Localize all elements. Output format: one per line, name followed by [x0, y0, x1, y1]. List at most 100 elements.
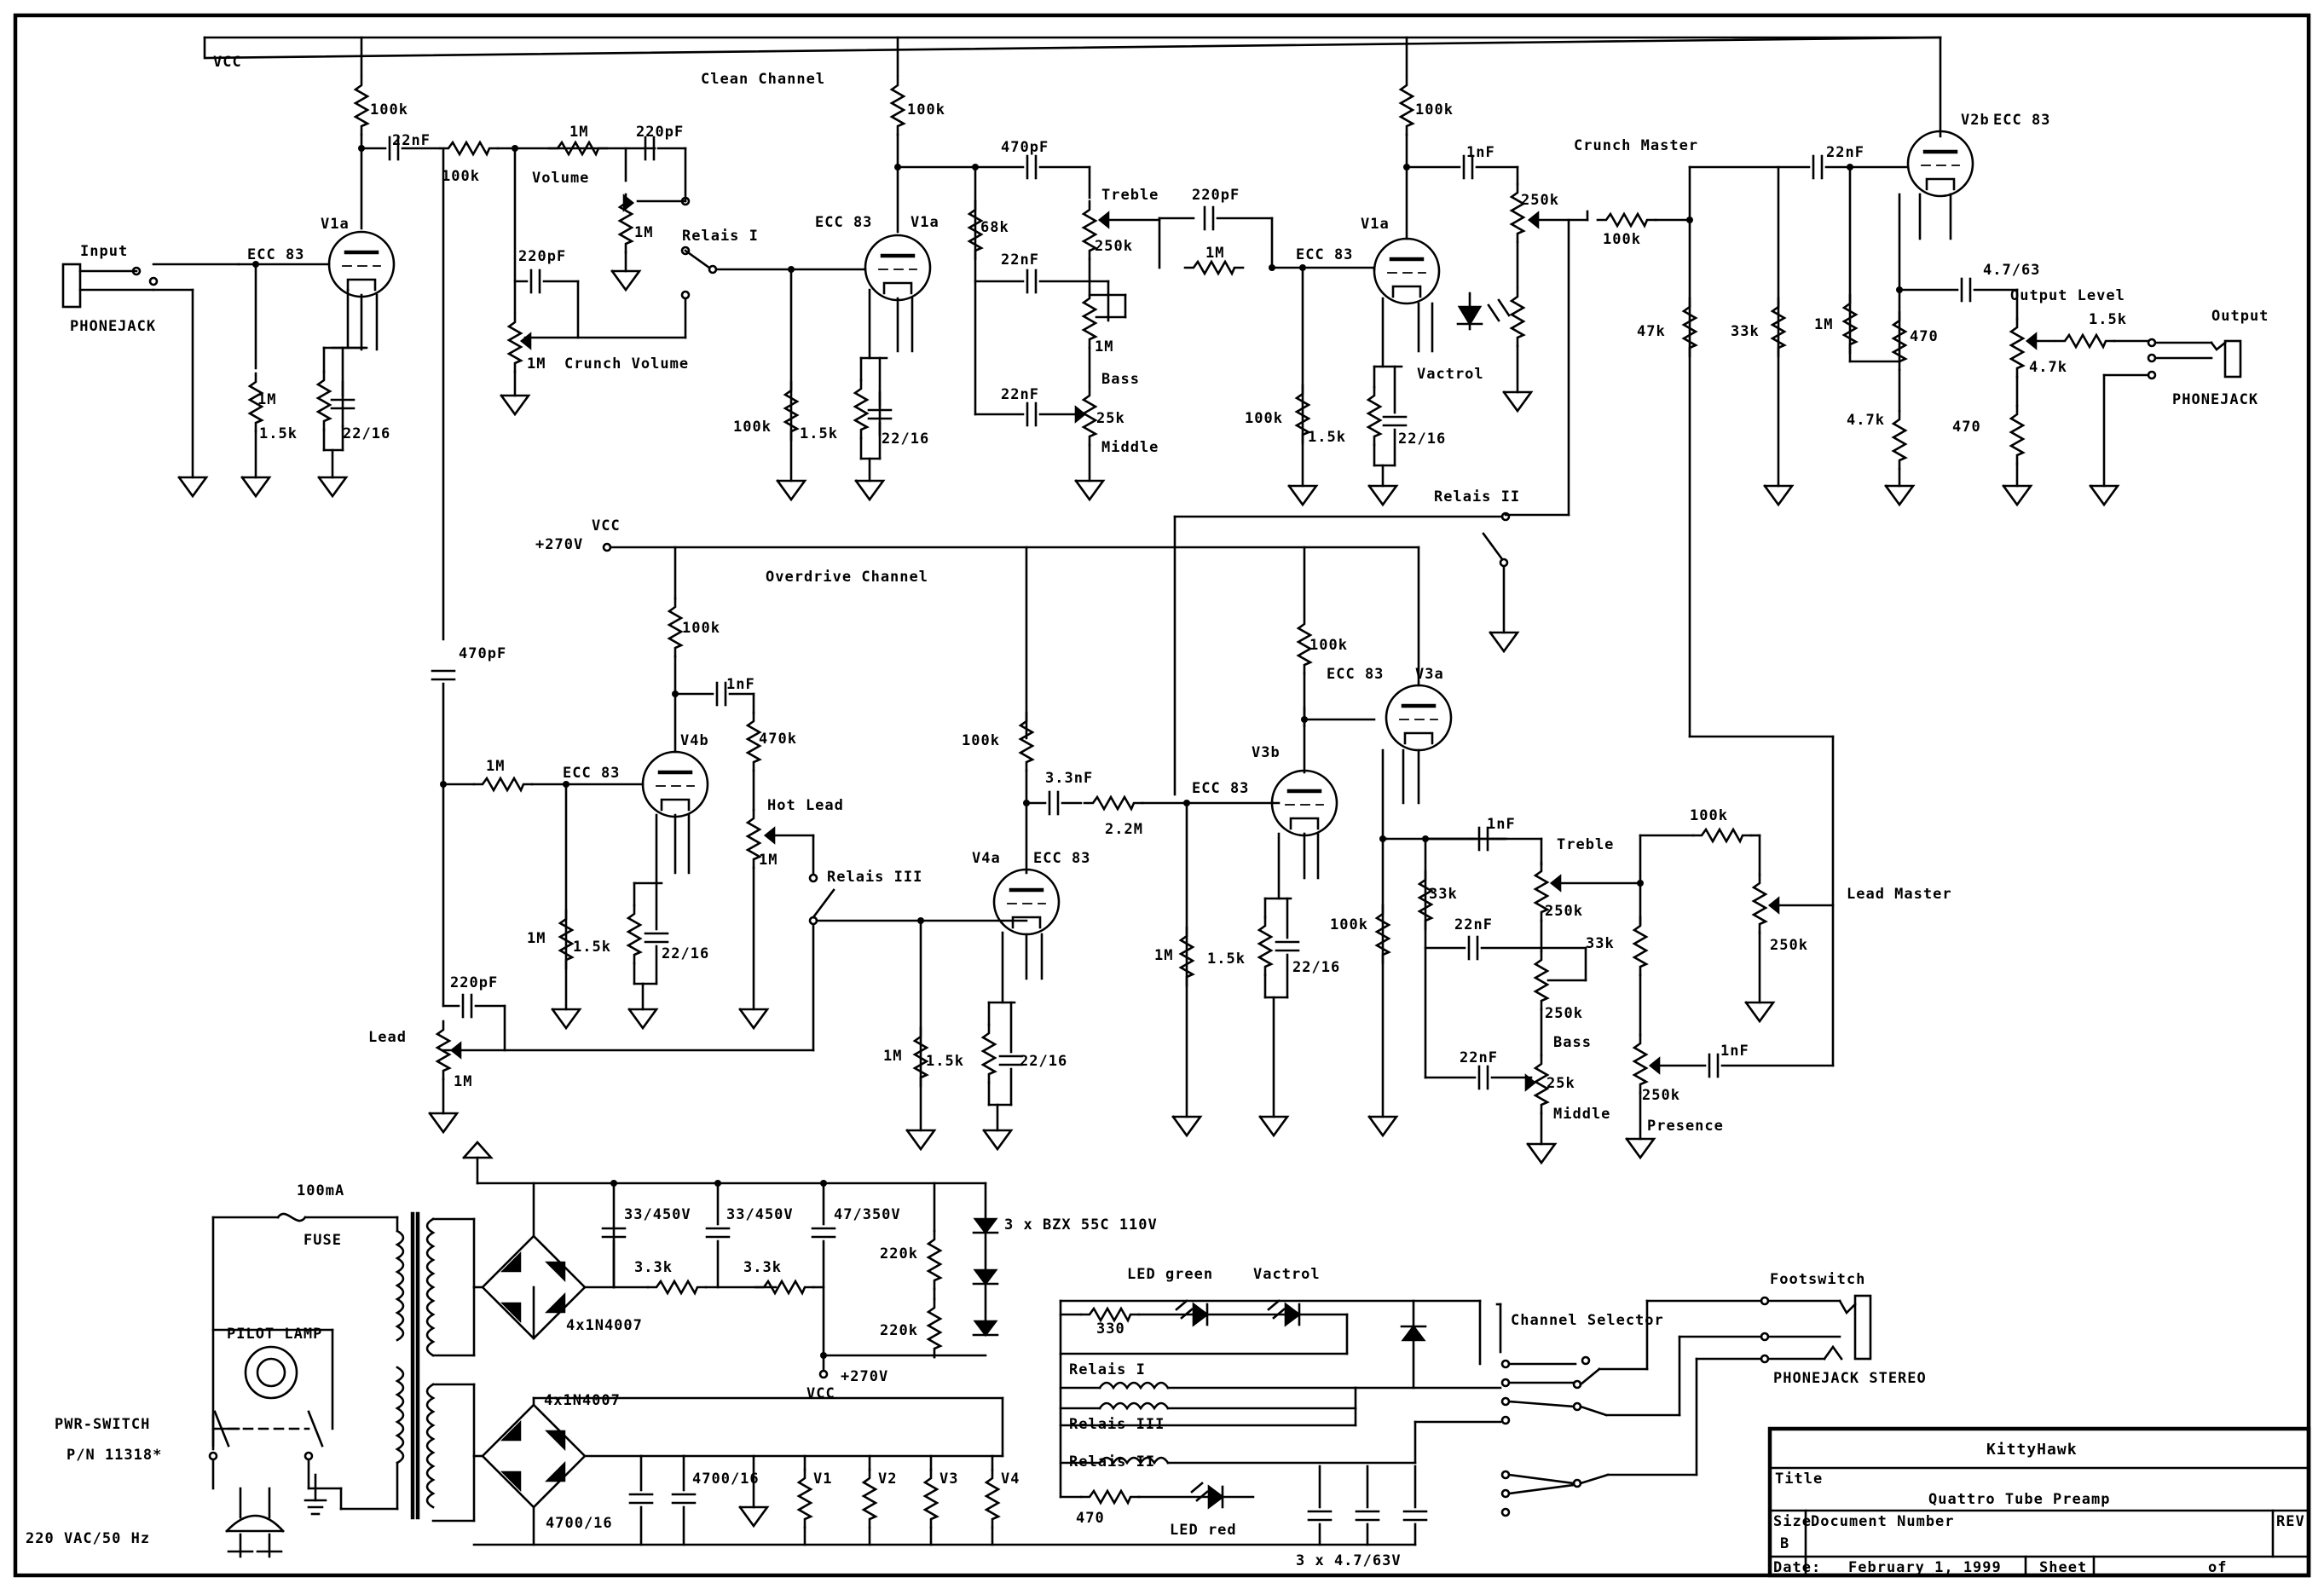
label-c3-3nf: 3.3nF — [1045, 770, 1093, 787]
label-fuse-rating: 100mA — [297, 1182, 344, 1199]
label-cap22-16-f: 22/16 — [1292, 959, 1340, 976]
label-c22nf-b: 22nF — [1001, 251, 1039, 269]
label-r100k-j: 100k — [1309, 637, 1348, 654]
label-r470-a: 470 — [1910, 328, 1939, 345]
label-r1k5-f: 1.5k — [926, 1053, 964, 1070]
label-r4-7k-a: 4.7k — [1847, 412, 1885, 429]
label-pot1m-bass: 1M — [1095, 338, 1113, 355]
label-cap22-16-c: 22/16 — [1398, 430, 1446, 448]
label-overdrive-channel: Overdrive Channel — [766, 569, 928, 586]
label-crunch-master: Crunch Master — [1574, 137, 1698, 154]
label-h1: V1 — [813, 1471, 832, 1488]
label-relais1-coil: Relais I — [1069, 1361, 1146, 1378]
label-c220pf-b: 220pF — [518, 248, 566, 265]
stage2: 100k 470pF 68k 22nF 22nF Treble 250k 1M … — [733, 75, 1376, 501]
label-c1nf-b: 1nF — [726, 676, 755, 693]
label-r3-3k-b: 3.3k — [743, 1259, 782, 1276]
label-pwr-switch: PWR-SWITCH — [55, 1416, 150, 1433]
label-v1a-1: V1a — [321, 216, 350, 233]
label-cap22-16-e: 22/16 — [1020, 1053, 1067, 1070]
relay-section: 330 LED green Vactrol Relais I Relais II… — [1059, 1266, 1927, 1569]
label-c1nf-a: 1nF — [1466, 144, 1495, 161]
lead-tonestack: 1nF Treble 250k 33k 22nF 250k Bass 22nF … — [1418, 735, 1951, 1164]
label-ecc83-5: ECC 83 — [563, 765, 620, 782]
label-caps3x: 3 x 4.7/63V — [1296, 1552, 1402, 1569]
label-c22nf-f: 22nF — [1460, 1049, 1498, 1066]
label-r1k5-e: 1.5k — [573, 939, 611, 956]
label-input: Input — [80, 243, 128, 260]
size-label: Size — [1773, 1513, 1812, 1530]
label-r100k-l: 100k — [1690, 807, 1728, 824]
label-r470-c: 470 — [1076, 1510, 1105, 1527]
input-jack — [61, 263, 240, 498]
label-pot1m-vol: 1M — [634, 224, 653, 241]
label-vcc-bot: VCC — [806, 1385, 835, 1402]
label-r1m-b: 1M — [257, 391, 276, 408]
relais2-switch: Relais II — [1173, 218, 1570, 796]
label-v3a: V3a — [1415, 666, 1444, 683]
docnum-label: Document Number — [1811, 1513, 1955, 1530]
label-footswitch: Footswitch — [1770, 1271, 1865, 1288]
label-bridge2: 4x1N4007 — [544, 1392, 621, 1409]
label-r470k: 470k — [759, 731, 797, 748]
title-value: Quattro Tube Preamp — [1928, 1491, 2110, 1508]
label-zener: 3 x BZX 55C 110V — [1004, 1216, 1158, 1234]
label-v1a-3: V1a — [1361, 216, 1390, 233]
label-pot25k-b: 25k — [1546, 1075, 1575, 1092]
label-relais2-coil: Relais II — [1069, 1453, 1155, 1471]
label-vactrol-1: Vactrol — [1417, 366, 1484, 383]
label-pot250k-e: 250k — [1770, 937, 1808, 954]
label-relais3: Relais III — [827, 869, 922, 886]
label-cap47-350: 47/350V — [834, 1206, 901, 1223]
label-r100k-c: 100k — [907, 101, 945, 118]
label-r1m-f: 1M — [527, 930, 546, 947]
label-r1k5-g: 1.5k — [1207, 951, 1246, 968]
label-pot1m-hl: 1M — [759, 852, 778, 869]
label-bass-1: Bass — [1101, 371, 1140, 388]
vcc-rail — [203, 36, 1942, 138]
label-r1k5-d: 1.5k — [2089, 311, 2127, 328]
label-r220k-a: 220k — [880, 1245, 918, 1263]
title-block — [1767, 1426, 2311, 1578]
label-treble-2: Treble — [1557, 836, 1614, 853]
label-r470-b: 470 — [1952, 419, 1981, 436]
label-v2b: V2b — [1961, 112, 1990, 129]
label-r100k-e: 100k — [1415, 101, 1454, 118]
label-pot25k-a: 25k — [1096, 410, 1125, 427]
label-pot1m-cv: 1M — [527, 355, 546, 373]
label-ecc83-7: ECC 83 — [1033, 850, 1090, 867]
sheet-value: of — [2208, 1559, 2227, 1576]
label-plus270b: +270V — [841, 1368, 888, 1385]
label-plus270: +270V — [535, 536, 583, 553]
title-label: Title — [1775, 1471, 1823, 1488]
label-ecc83-6: ECC 83 — [1192, 780, 1249, 797]
label-r100k-g: 100k — [1603, 231, 1641, 248]
label-vcc-270: VCC — [592, 517, 621, 534]
label-phonejack-stereo: PHONEJACK STEREO — [1773, 1370, 1927, 1387]
label-r100k-b: 100k — [442, 168, 480, 185]
label-ecc83-1: ECC 83 — [247, 246, 304, 263]
label-pot250k-f: 250k — [1642, 1087, 1680, 1104]
label-h3: V3 — [939, 1471, 958, 1488]
title-company: KittyHawk — [1986, 1441, 2078, 1459]
label-output: Output — [2211, 308, 2269, 325]
label-led-red: LED red — [1170, 1522, 1237, 1539]
power-supply: 100mA FUSE 4x1N4007 — [211, 1141, 1417, 1546]
mains-section: PILOT LAMP PWR-SWITCH P/N 11318* 220 VAC… — [26, 1326, 399, 1558]
label-r4-7k-b: 4.7k — [2029, 359, 2067, 376]
label-c22nf-a: 22nF — [392, 132, 431, 149]
output-stage: 47k 22nF 1M 33k V2b ECC 83 4.7/63 Output… — [1637, 112, 2269, 738]
label-lead: Lead — [368, 1029, 407, 1046]
stage3: 100k 1nF Crunch Master 250k Vactrol V1a … — [1245, 75, 1698, 506]
sheet-label: Sheet — [2039, 1559, 2087, 1576]
label-cap22-16-a: 22/16 — [343, 425, 390, 442]
label-c22nf-e: 22nF — [1454, 916, 1493, 933]
label-led-green: LED green — [1127, 1266, 1213, 1283]
label-clean-channel: Clean Channel — [701, 71, 825, 88]
label-cap4700-a: 4700/16 — [546, 1515, 613, 1532]
label-r47k: 47k — [1637, 323, 1666, 340]
label-c220pf-d: 220pF — [450, 974, 498, 991]
label-pilot-lamp: PILOT LAMP — [227, 1326, 322, 1343]
label-v1a-2: V1a — [911, 214, 939, 231]
label-output-level: Output Level — [2010, 287, 2125, 304]
